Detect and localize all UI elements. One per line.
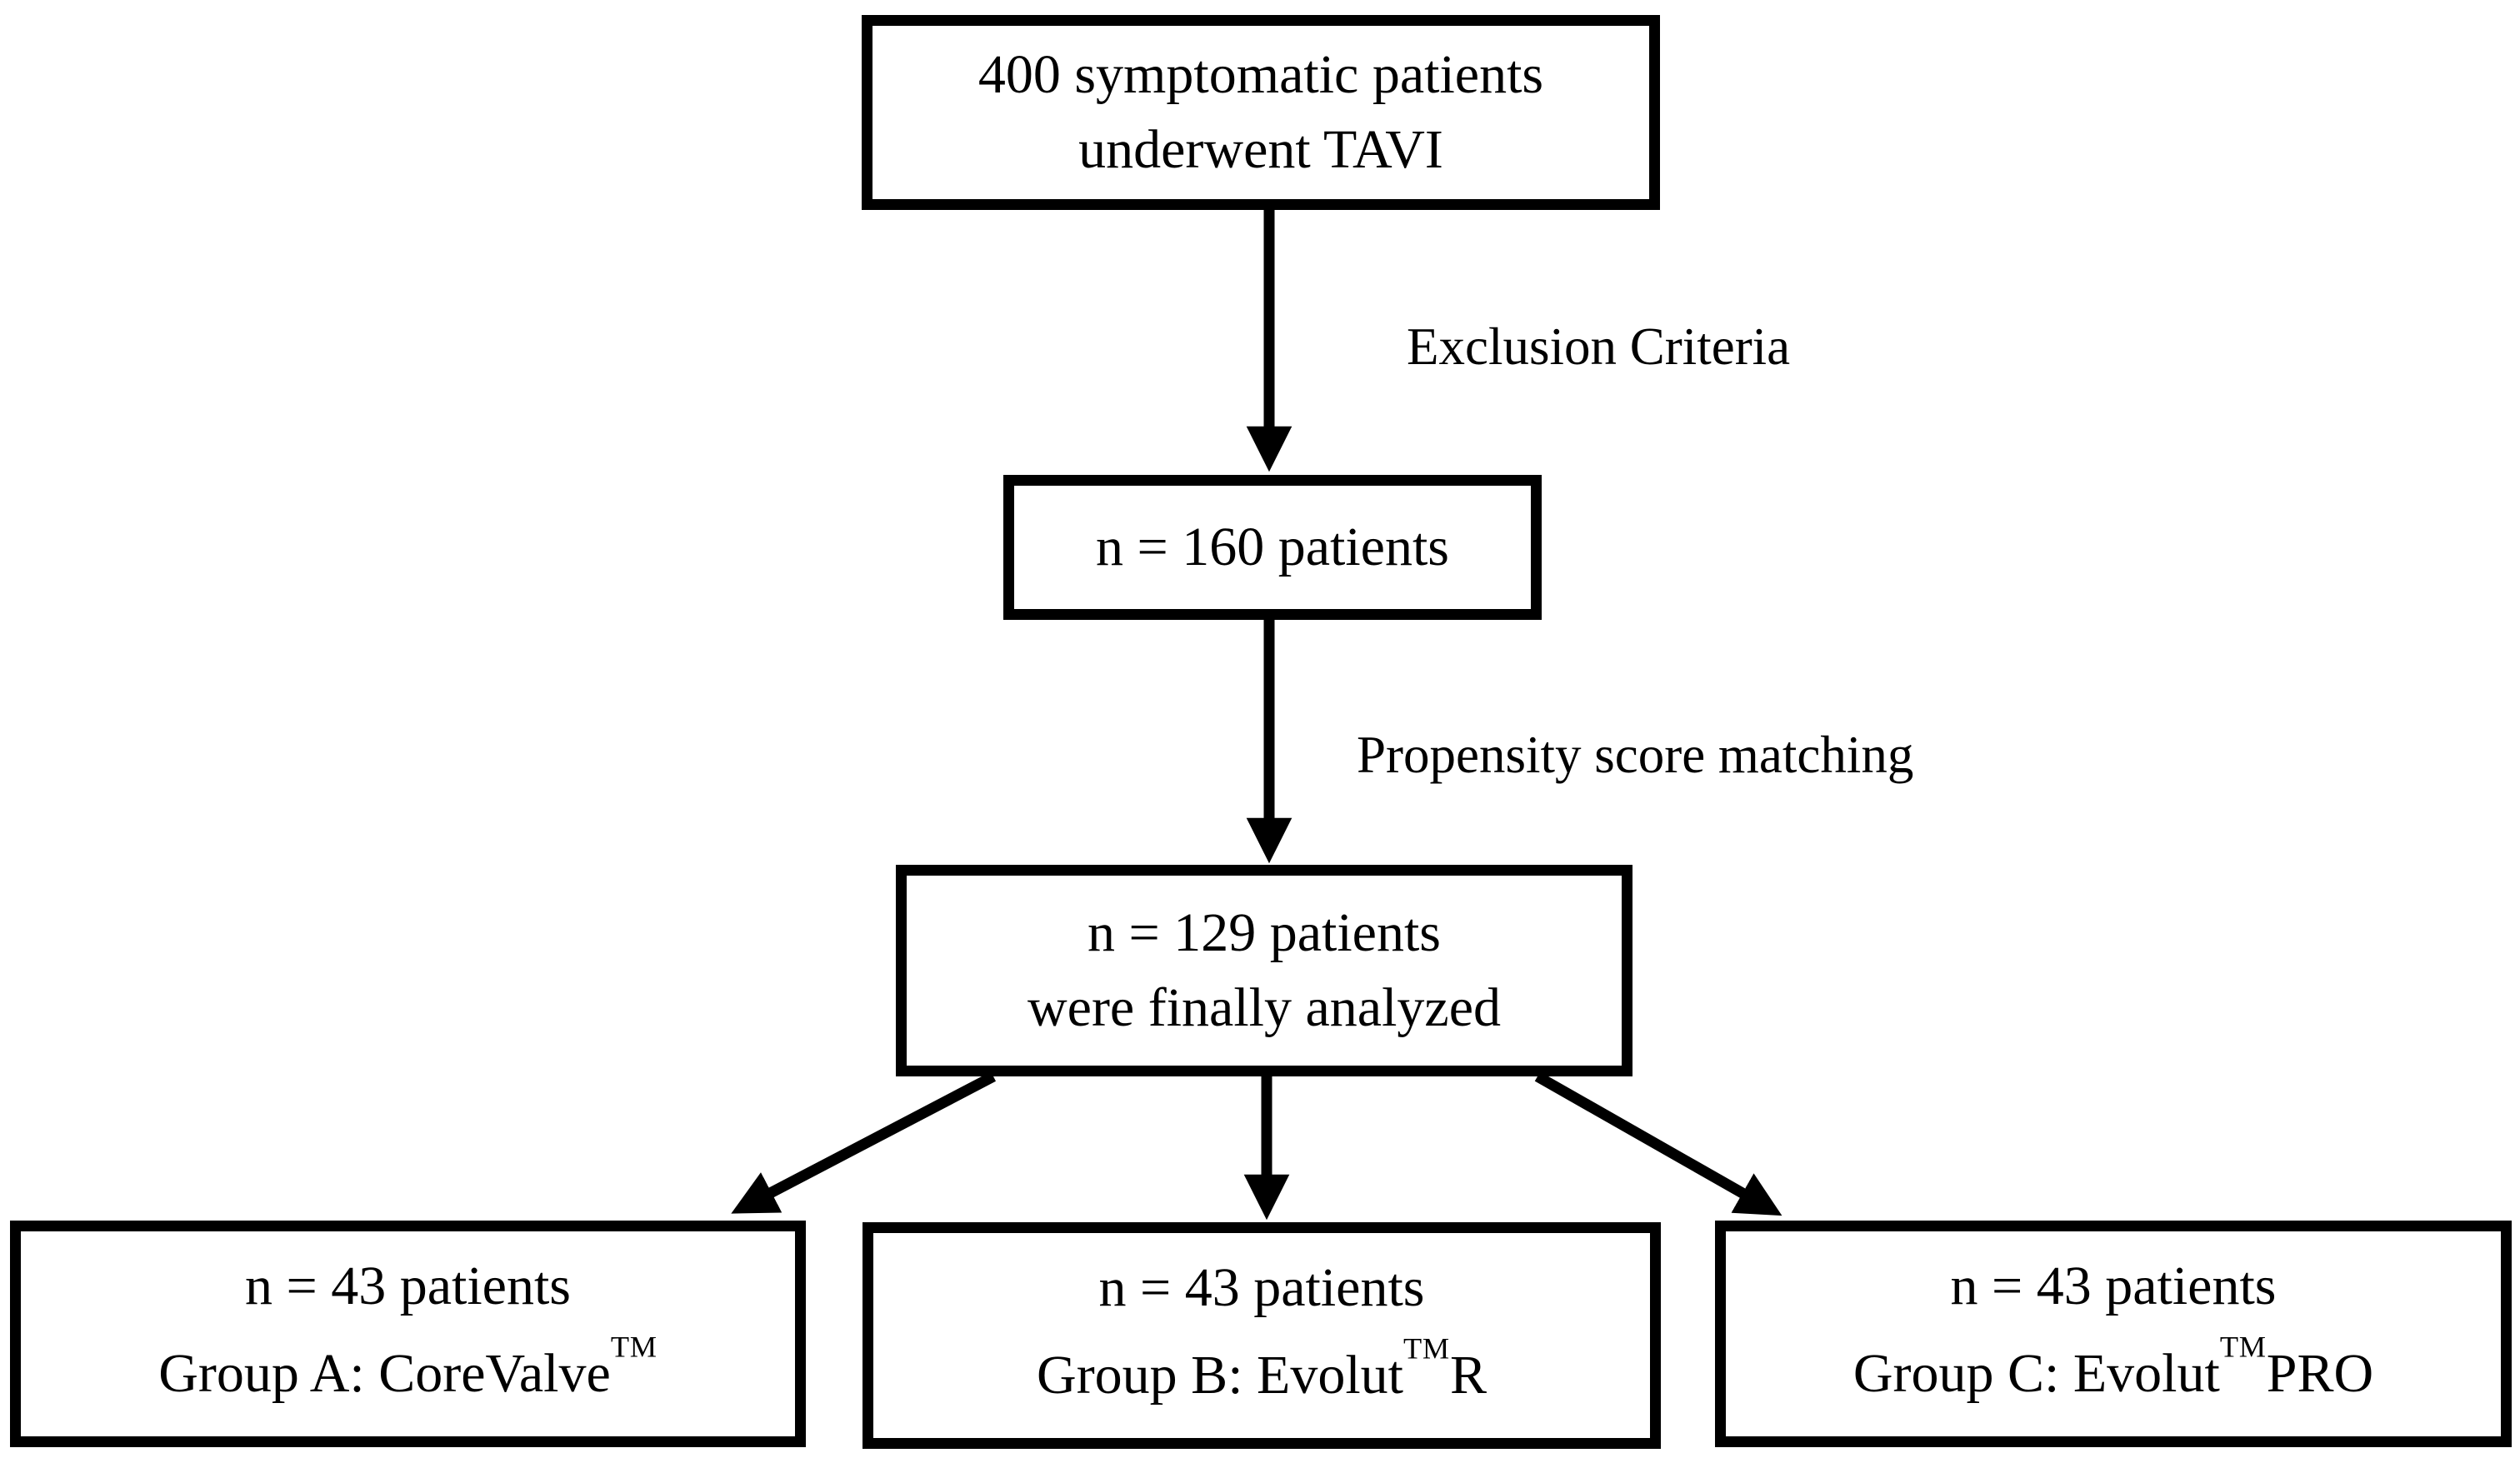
box-total-patients-line1: 400 symptomatic patients: [978, 44, 1544, 105]
box-analyzed-line2: were finally analyzed: [1027, 977, 1502, 1038]
group-a-device-name: Group A: CoreValve: [158, 1343, 611, 1404]
group-c-trademark-superscript: TM: [2219, 1330, 2267, 1364]
group-b-device-name: Group B: Evolut: [1037, 1345, 1404, 1406]
label-exclusion-criteria: Exclusion Criteria: [1407, 317, 1791, 376]
group-b-device-suffix: R: [1449, 1345, 1487, 1406]
box-group-c-line2: Group C: EvolutTMPRO: [1853, 1330, 2373, 1426]
label-propensity-matching: Propensity score matching: [1357, 726, 1914, 784]
box-after-exclusion-line1: n = 160 patients: [1095, 517, 1449, 577]
box-group-a-line1: n = 43 patients: [244, 1256, 571, 1316]
box-total-patients-line2: underwent TAVI: [1078, 119, 1443, 180]
arrow-to-group-c: [1534, 1071, 1782, 1216]
box-group-b-line2: Group B: EvolutTMR: [1037, 1331, 1487, 1427]
box-group-a: n = 43 patients Group A: CoreValveTM: [10, 1221, 806, 1447]
box-analyzed: n = 129 patients were finally analyzed: [896, 865, 1632, 1076]
box-analyzed-line1: n = 129 patients: [1087, 902, 1441, 963]
box-total-patients: 400 symptomatic patients underwent TAVI: [862, 15, 1660, 210]
arrow-to-group-a: [731, 1071, 997, 1214]
box-after-exclusion: n = 160 patients: [1003, 475, 1542, 620]
group-c-device-suffix: PRO: [2266, 1343, 2374, 1404]
group-c-device-name: Group C: Evolut: [1852, 1343, 2220, 1404]
group-a-trademark-superscript: TM: [610, 1330, 658, 1364]
box-group-b-line1: n = 43 patients: [1098, 1257, 1425, 1318]
box-group-c-line1: n = 43 patients: [1950, 1256, 2277, 1316]
group-b-trademark-superscript: TM: [1403, 1331, 1450, 1366]
box-group-a-line2: Group A: CoreValveTM: [158, 1330, 657, 1426]
box-group-c: n = 43 patients Group C: EvolutTMPRO: [1715, 1221, 2512, 1447]
box-group-b: n = 43 patients Group B: EvolutTMR: [862, 1222, 1661, 1449]
